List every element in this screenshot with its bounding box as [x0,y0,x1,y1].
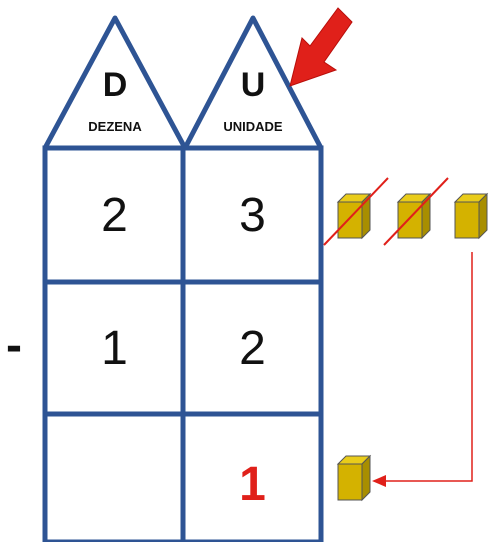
cube-icon [336,454,372,502]
result-tens [48,417,181,542]
connector-arrow-icon [372,252,473,487]
cube-icon [396,192,432,240]
subtrahend-units: 2 [239,322,266,375]
units-letter: U [240,66,266,104]
minuend-units: 3 [239,188,266,242]
pointer-arrow-icon [289,7,353,87]
minuend-tens: 2 [101,188,128,242]
minus-operator: - [6,319,22,372]
strike-line [383,177,449,246]
units-word: UNIDADE [223,119,283,134]
cube-icon [453,192,489,240]
strike-line [323,177,389,246]
units-header: U UNIDADE [208,66,298,134]
result-units: 1 [239,458,266,511]
cube-icon [336,192,372,240]
tens-word: DEZENA [88,119,142,134]
tens-header: D DEZENA [75,66,155,134]
tens-letter: D [102,66,128,104]
subtrahend-tens: 1 [101,322,128,375]
